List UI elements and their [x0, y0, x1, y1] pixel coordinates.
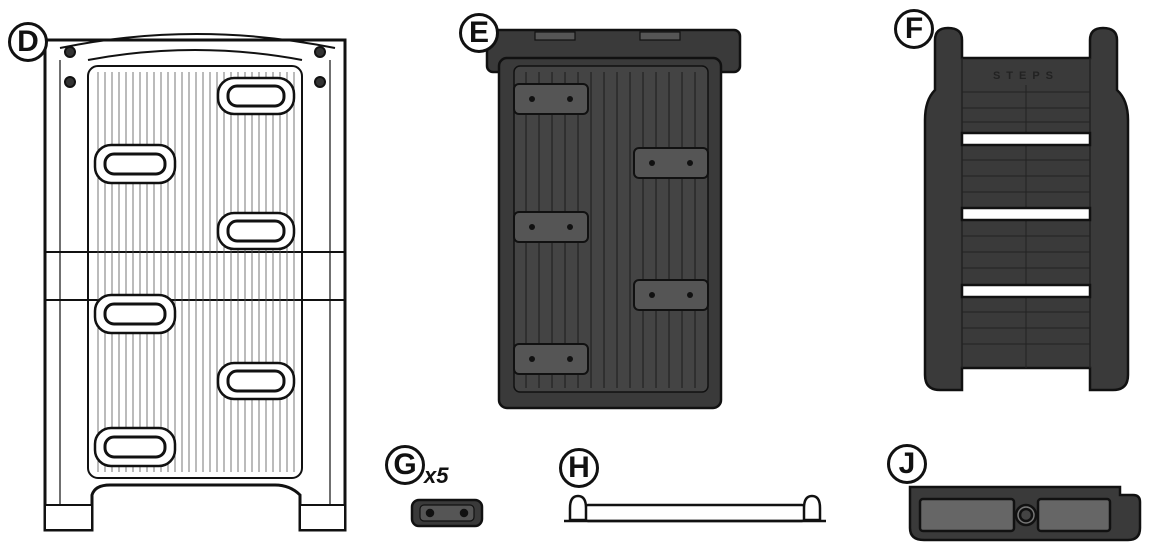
part-h-rod — [564, 494, 826, 523]
part-f-steps — [923, 26, 1130, 392]
part-f-tread-lines — [962, 91, 1090, 345]
part-d-handles — [93, 76, 296, 468]
label-f: F — [894, 9, 934, 49]
label-g: G — [385, 445, 425, 485]
label-d: D — [8, 22, 48, 62]
label-g-quantity: x5 — [424, 463, 449, 488]
part-d-ribs — [97, 72, 295, 472]
part-d-side-panel — [43, 33, 347, 532]
part-f-embossed-text: STEPS — [993, 70, 1059, 82]
label-h: H — [559, 448, 599, 488]
part-e-clip-holes — [529, 96, 693, 362]
label-e: E — [459, 13, 499, 53]
part-j-connector — [908, 485, 1142, 542]
label-j: J — [887, 444, 927, 484]
part-e-clips — [513, 83, 709, 375]
part-g-clip — [410, 498, 484, 528]
